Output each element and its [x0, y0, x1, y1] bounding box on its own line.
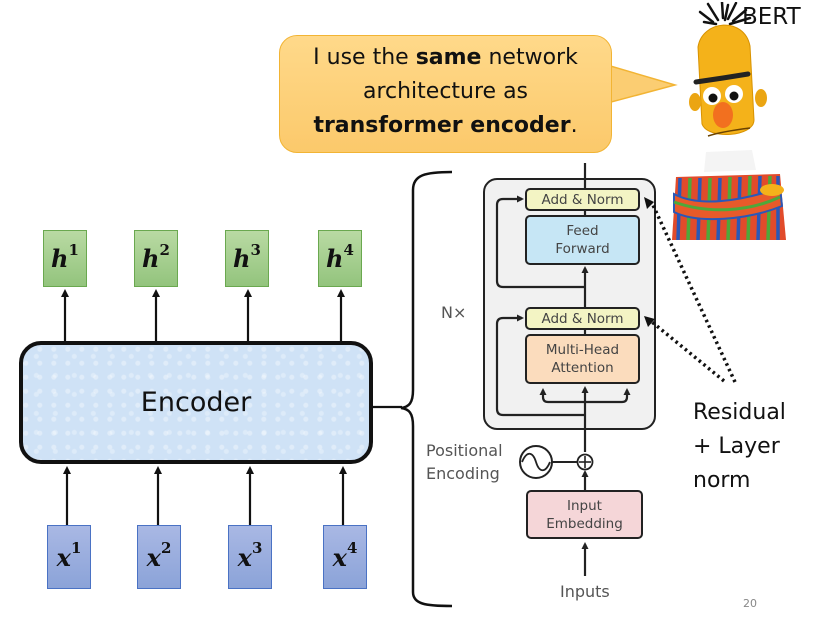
encoder-block: Encoder [19, 341, 373, 464]
positional-encoding-label: Positional Encoding [426, 441, 503, 483]
bubble-line-1: I use the same network [313, 45, 578, 70]
page-number: 20 [743, 597, 757, 610]
multi-head-attention-block: Multi-Head Attention [525, 334, 640, 384]
bert-title: BERT [742, 4, 801, 30]
add-norm-top: Add & Norm [525, 188, 640, 211]
feed-forward-block: Feed Forward [525, 215, 640, 265]
add-norm-bottom: Add & Norm [525, 307, 640, 330]
speech-bubble: I use the same network architecture as t… [279, 35, 612, 153]
curly-brace [400, 170, 453, 608]
residual-layer-norm-note: Residual + Layer norm [693, 400, 786, 493]
bubble-line-2: architecture as [362, 79, 529, 104]
positional-encoding-icon [519, 445, 577, 479]
bubble-line-3: transformer encoder. [313, 113, 578, 138]
inputs-label: Inputs [560, 582, 610, 601]
repeat-label: N× [441, 303, 467, 322]
input-embedding-block: Input Embedding [526, 490, 643, 539]
dotted-pointer-top [650, 202, 737, 383]
encoder-label: Encoder [140, 387, 252, 418]
add-circle-icon [576, 453, 594, 471]
bert-puppet-image [672, 2, 786, 240]
emphasis-same: same [415, 45, 482, 70]
emphasis-transformer-encoder: transformer encoder [313, 113, 571, 138]
